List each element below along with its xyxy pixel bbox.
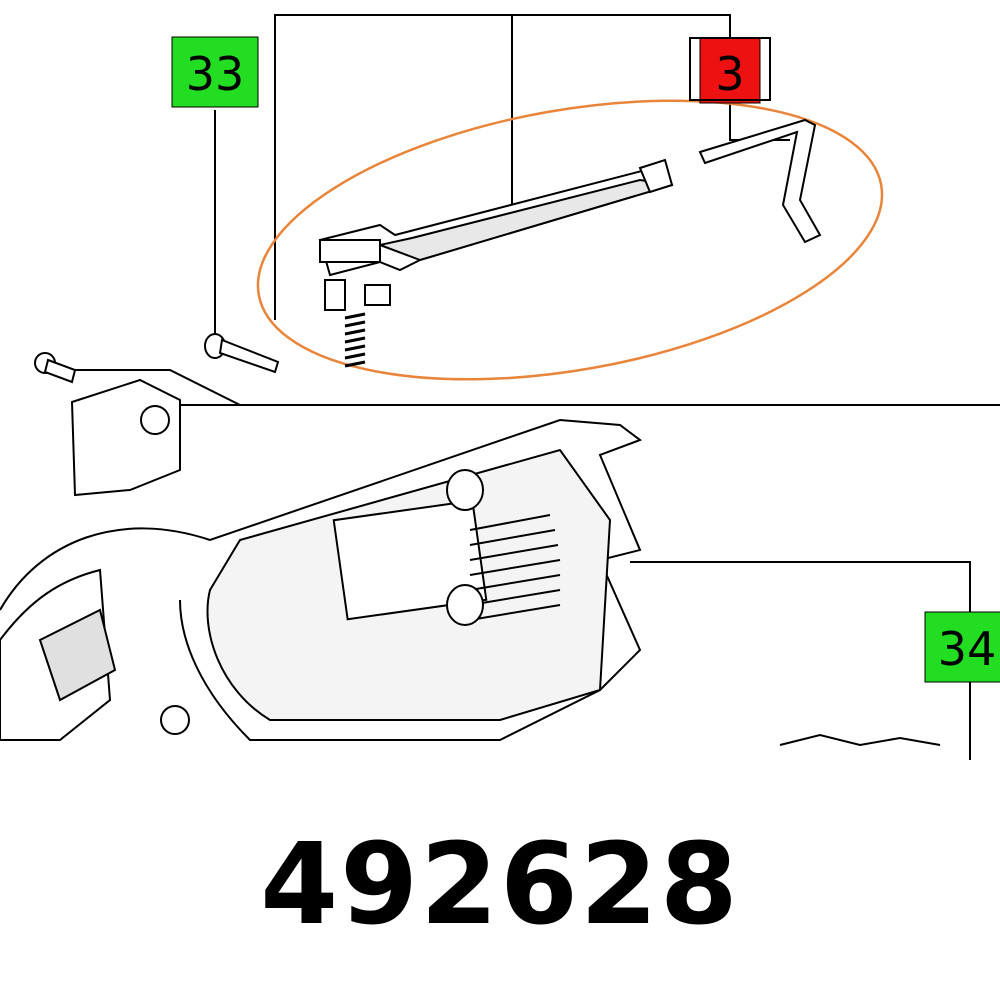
screw-part bbox=[204, 333, 280, 374]
callout-3: 3 bbox=[689, 37, 771, 104]
highlight-ellipse bbox=[256, 99, 884, 381]
callout-33: 33 bbox=[171, 36, 259, 108]
spring-part bbox=[344, 312, 366, 368]
callout-34: 34 bbox=[924, 611, 1000, 683]
callout-3-label: 3 bbox=[715, 47, 744, 101]
callout-34-label: 34 bbox=[938, 622, 997, 676]
leader-lines bbox=[70, 14, 1000, 760]
screw-part-small bbox=[34, 352, 77, 384]
switch-slider-part bbox=[318, 158, 674, 311]
spring-clip-part bbox=[698, 118, 822, 244]
housing-part bbox=[0, 378, 941, 747]
callout-33-label: 33 bbox=[186, 47, 245, 101]
exploded-parts-diagram: 33 3 34 bbox=[0, 14, 1000, 760]
part-number: 492628 bbox=[260, 820, 740, 950]
cooling-fins bbox=[469, 514, 561, 621]
